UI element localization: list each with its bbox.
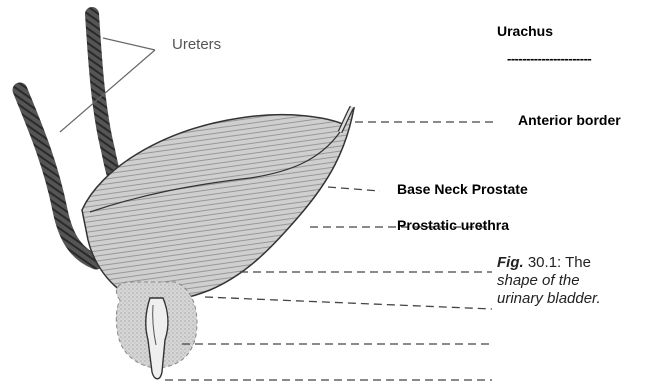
caption-line3: urinary bladder. xyxy=(497,290,601,307)
base-neck-prostate-label: Base Neck Prostate xyxy=(397,181,528,197)
left-ureter xyxy=(20,90,96,262)
bladder-body xyxy=(82,108,354,302)
anterior-border-label: Anterior border xyxy=(518,112,621,128)
figure-caption: Fig. 30.1: The shape of the urinary blad… xyxy=(497,254,601,308)
urachus-label: Urachus xyxy=(497,23,553,39)
caption-line2: shape of the xyxy=(497,272,580,289)
leader-prostatic-urethra xyxy=(205,297,492,309)
ureters-label: Ureters xyxy=(172,36,221,53)
caption-fig-label: Fig. xyxy=(497,254,524,271)
caption-line1-tail: The xyxy=(565,254,591,271)
ureters-leader-right xyxy=(103,38,155,50)
leader-base xyxy=(328,187,380,191)
urachus-dashes: ---------------------- xyxy=(507,51,591,66)
prostatic-urethra-label: Prostatic urethra xyxy=(397,217,509,233)
caption-number: 30.1: xyxy=(528,254,561,271)
